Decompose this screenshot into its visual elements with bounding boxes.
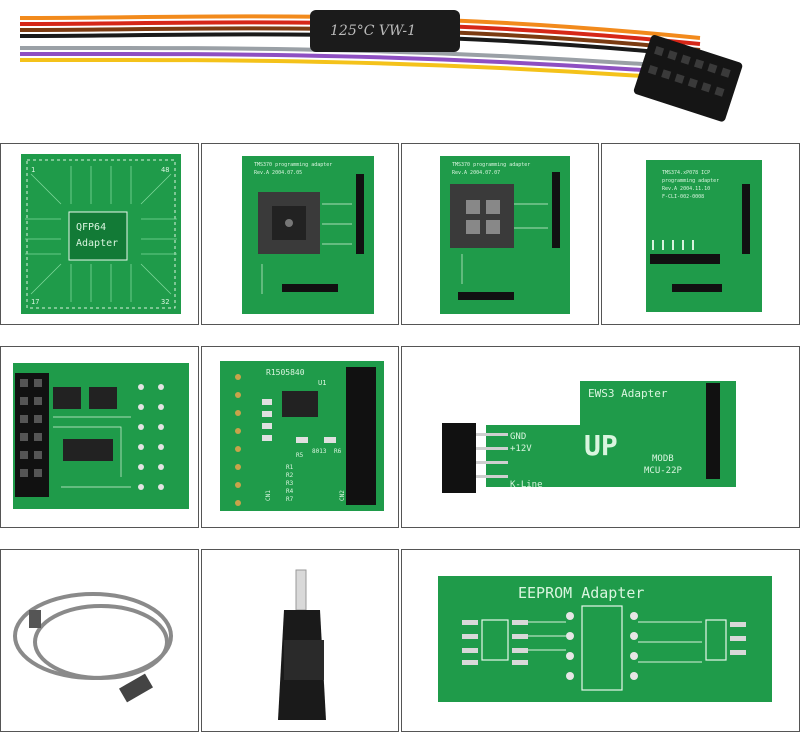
svg-text:QFP64: QFP64 xyxy=(76,222,106,233)
side-header-b xyxy=(552,172,560,248)
svg-text:32: 32 xyxy=(161,298,169,306)
dual-soic-adapter-cell xyxy=(0,346,199,528)
svg-text:Rev.A 2004.11.10: Rev.A 2004.11.10 xyxy=(662,186,710,192)
svg-text:Rev.A 2004.07.07: Rev.A 2004.07.07 xyxy=(452,170,500,176)
plcc-socket-b xyxy=(450,184,514,248)
soic-chip-2 xyxy=(89,387,117,409)
r1505840-adapter-cell: R1505840 U1 R5 8013 R6 R1 R2 R3 R4 R7 CN… xyxy=(201,346,399,528)
svg-text:R1505840: R1505840 xyxy=(266,368,305,377)
cable-print: 125°C VW-1 xyxy=(330,23,416,39)
svg-text:CN1: CN1 xyxy=(265,490,272,501)
svg-text:TMS374.xP078 ICP: TMS374.xP078 ICP xyxy=(662,170,710,176)
usb-a-plug xyxy=(119,673,153,703)
svg-text:17: 17 xyxy=(31,298,39,306)
svg-text:TMS370 programming adapter: TMS370 programming adapter xyxy=(452,162,530,168)
icp-side-header xyxy=(742,184,750,254)
ews3-connector xyxy=(442,423,476,493)
icp-header-row xyxy=(650,254,720,264)
soic8-chip xyxy=(282,391,318,417)
svg-text:UP: UP xyxy=(584,429,618,462)
ews3-side-header xyxy=(706,383,720,479)
left-soic-outline xyxy=(481,619,509,661)
svg-text:MODB: MODB xyxy=(652,454,674,464)
idc-connector xyxy=(633,35,743,122)
svg-text:CN2: CN2 xyxy=(339,490,346,501)
mini-usb-plug xyxy=(29,610,41,628)
svg-text:Adapter: Adapter xyxy=(76,238,118,249)
soic-chip-1 xyxy=(53,387,81,409)
side-header xyxy=(356,174,364,254)
svg-text:1: 1 xyxy=(31,166,35,174)
icp-bottom-header xyxy=(672,284,722,292)
svg-text:TMS370 programming adapter: TMS370 programming adapter xyxy=(254,162,332,168)
heat-shrink-sleeve xyxy=(310,10,460,52)
svg-text:EEPROM Adapter: EEPROM Adapter xyxy=(518,584,644,602)
svg-text:8013: 8013 xyxy=(312,448,327,455)
svg-text:EWS3 Adapter: EWS3 Adapter xyxy=(588,387,668,400)
svg-text:R2: R2 xyxy=(286,472,294,479)
svg-text:R1: R1 xyxy=(286,464,294,471)
eeprom-dip-outline xyxy=(581,605,623,691)
svg-text:GND: GND xyxy=(510,432,526,442)
svg-text:R4: R4 xyxy=(286,488,294,495)
bottom-header xyxy=(282,284,338,292)
svg-text:MCU-22P: MCU-22P xyxy=(644,466,683,476)
eeprom-adapter-cell: EEPROM Adapter xyxy=(401,549,800,732)
svg-text:Rev.A 2004.07.05: Rev.A 2004.07.05 xyxy=(254,170,302,176)
svg-text:programming adapter: programming adapter xyxy=(662,178,719,184)
svg-text:R5: R5 xyxy=(296,452,304,459)
svg-text:R6: R6 xyxy=(334,448,342,455)
bottom-header-b xyxy=(458,292,514,300)
qfp64-adapter-cell: QFP64 Adapter 1 48 17 32 xyxy=(0,143,199,325)
svg-text:48: 48 xyxy=(161,166,169,174)
svg-text:R3: R3 xyxy=(286,480,294,487)
ews3-adapter-cell: EWS3 Adapter UP GND +12V K-Line MODB MCU… xyxy=(401,346,800,528)
svg-text:K-Line: K-Line xyxy=(510,480,543,490)
tms374-icp-adapter-cell: TMS374.xP078 ICP programming adapter Rev… xyxy=(601,143,800,325)
ribbon-cable: 125°C VW-1 xyxy=(0,0,800,130)
svg-text:U1: U1 xyxy=(318,379,326,387)
svg-text:+12V: +12V xyxy=(510,444,532,454)
soic-chip-3 xyxy=(63,439,113,461)
usb-cable-cell xyxy=(0,549,199,732)
svg-text:F-CLI-002-0008: F-CLI-002-0008 xyxy=(662,194,704,200)
qfp64-chip xyxy=(68,211,128,261)
right-double-header xyxy=(346,367,376,505)
svg-text:R7: R7 xyxy=(286,496,294,503)
tms370-adapter-b-cell: TMS370 programming adapter Rev.A 2004.07… xyxy=(401,143,599,325)
power-adapter-cell xyxy=(201,549,399,732)
right-soic-outline xyxy=(705,619,727,661)
tms370-adapter-cell: TMS370 programming adapter Rev.A 2004.07… xyxy=(201,143,399,325)
